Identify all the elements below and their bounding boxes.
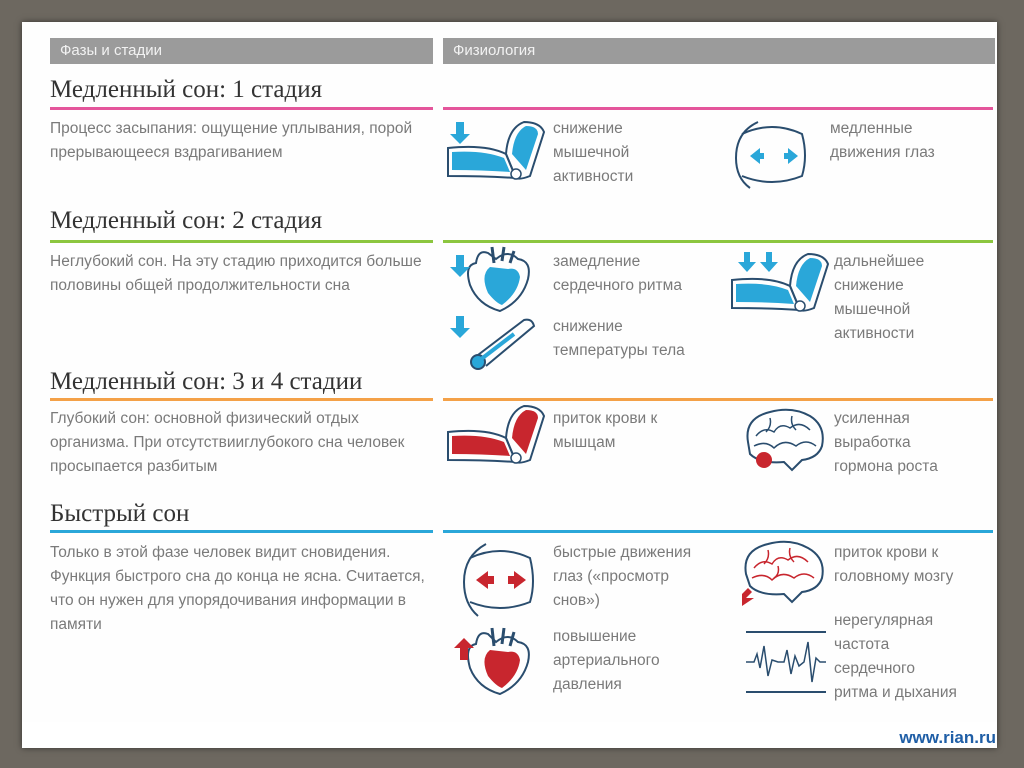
- stage1-effect2-text: медленные движения глаз: [830, 120, 935, 161]
- stage1-effect1-text: снижение мышечной активности: [553, 120, 634, 185]
- rem-effect3-text: повышение артериального давления: [553, 628, 660, 693]
- stage34-title: Медленный сон: 3 и 4 стадии: [50, 368, 363, 395]
- brain-blood-flow-icon: [738, 540, 824, 606]
- stage2-rule-right: [443, 240, 993, 243]
- stage1-description: Процесс засыпания: ощущение уплывания, п…: [50, 120, 413, 161]
- rem-rule-right: [443, 530, 993, 533]
- arm-blood-flow-icon: [447, 404, 546, 464]
- rem-rule-left: [50, 530, 433, 533]
- stage34-rule-right: [443, 398, 993, 401]
- stage2-description: Неглубокий сон. На эту стадию приходится…: [50, 253, 422, 294]
- stage34-rule-left: [50, 398, 433, 401]
- stage2-effect3-text: снижение температуры тела: [553, 318, 685, 359]
- heart-down-icon: [450, 246, 530, 313]
- stage34-description: Глубокий сон: основной физический отдых …: [50, 410, 405, 475]
- rem-title: Быстрый сон: [50, 500, 190, 527]
- stage1-rule-left: [50, 107, 433, 110]
- stage2-effect2-text: дальнейшее снижение мышечной активности: [834, 253, 925, 342]
- arm-muscle-down-icon: [447, 120, 546, 180]
- thermometer-down-icon: [450, 316, 536, 370]
- irregular-pulse-icon: [746, 631, 826, 693]
- rem-effect2-text: приток крови к головному мозгу: [834, 544, 954, 585]
- rem-effect1-text: быстрые движения глаз («просмотр снов»): [553, 544, 692, 609]
- phases-header: Фазы и стадии: [50, 38, 433, 64]
- brain-growth-hormone-icon: [746, 408, 824, 472]
- rem-effect4-text: нерегулярная частота сердечного ритма и …: [834, 612, 957, 701]
- stage34-effect1-text: приток крови к мышцам: [553, 410, 658, 451]
- arm-muscle-double-down-icon: [731, 252, 830, 312]
- stage34-effect2-text: усиленная выработка гормона роста: [834, 410, 938, 475]
- stage1-rule-right: [443, 107, 993, 110]
- source-site-label: www.rian.ru: [899, 728, 996, 747]
- eye-slow-movement-icon: [734, 121, 806, 189]
- footer-bar: [22, 722, 997, 748]
- stage2-effect1-text: замедление сердечного ритма: [553, 253, 682, 294]
- stage1-title: Медленный сон: 1 стадия: [50, 76, 323, 103]
- infographic-frame: [22, 22, 997, 748]
- heart-up-icon: [454, 627, 530, 696]
- rem-description: Только в этой фазе человек видит сновиде…: [50, 544, 425, 633]
- stage2-title: Медленный сон: 2 стадия: [50, 207, 323, 234]
- stage2-rule-left: [50, 240, 433, 243]
- physiology-header: Физиология: [443, 38, 995, 64]
- eye-fast-movement-icon: [462, 543, 534, 617]
